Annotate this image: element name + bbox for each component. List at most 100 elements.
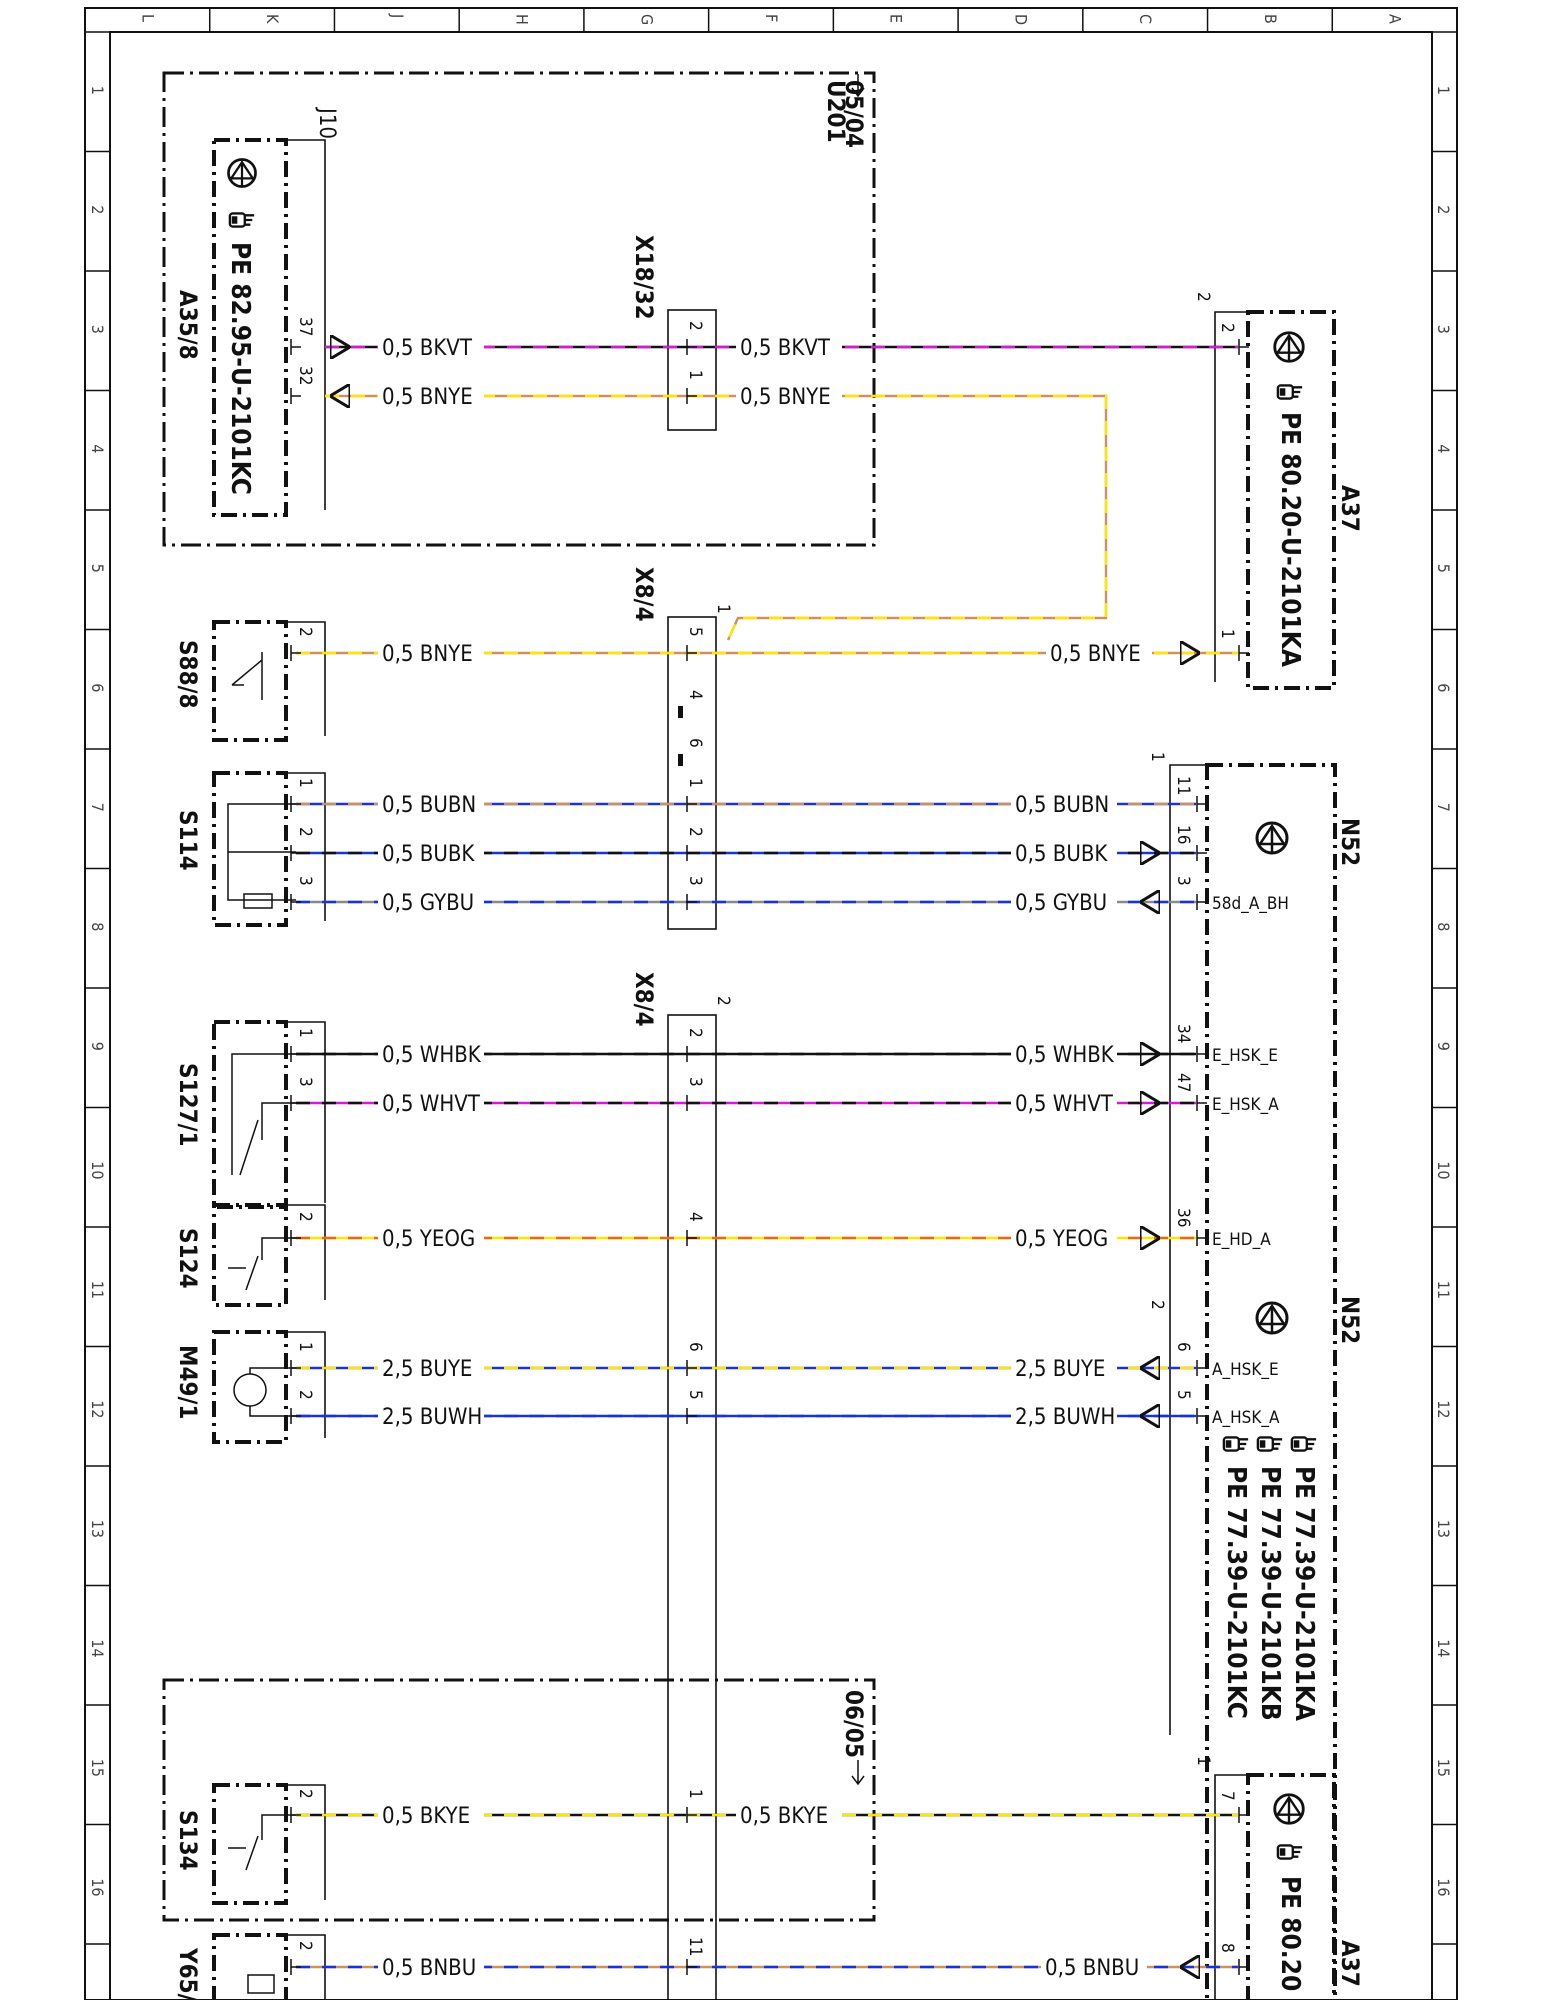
terminal [1196,1230,1207,1246]
wire-label-gybu-left: 0,5 GYBU [382,891,474,916]
wire-label-bubn-left-bg [378,790,484,818]
terminal [1238,645,1249,661]
x18-32-connector [667,309,717,431]
s124-connector [286,1204,326,1300]
terminal [290,1230,301,1246]
grid-row-label: 4 [88,444,107,453]
pin-n52-3: 3 [1173,876,1193,886]
wire-label-bkye-right: 0,5 BKYE [740,1804,828,1829]
terminal [1238,339,1249,355]
terminal [1196,796,1207,812]
grid-row-label: 1 [88,86,107,95]
u201-area [162,71,876,547]
grid-row-label: 9 [1434,1042,1453,1051]
pin-a37b-header: 1 [1193,1756,1213,1766]
pin-x8-4b-1: 1 [685,1789,705,1799]
hand-icon [1256,1436,1284,1452]
wire-label-whbk-right-bg [1011,1040,1117,1068]
s114-box [212,771,288,927]
pin-a37-header: 2 [1193,292,1213,302]
a37-bottom-box [1246,1773,1336,2000]
wire-label-bnbu-right-bg [1041,1953,1147,1981]
a35-8-connector [286,139,326,510]
pin-s114-3: 3 [295,876,315,886]
wire-label-gybu-left-bg [378,888,484,916]
s134-label: S134 [174,1810,202,1871]
terminal [290,1095,301,1111]
wire-label-gybu-right: 0,5 GYBU [1015,891,1107,916]
hand-icon [1276,1844,1304,1860]
grid-row-label: 7 [1434,803,1453,812]
grid-row-label: 8 [1434,922,1453,931]
grid-row-label: 3 [1434,325,1453,334]
a37-top-connector [1214,311,1248,682]
wire-label-whvt-right-bg [1011,1089,1117,1117]
grid-row-label: 1 [1434,86,1453,95]
signal-a-hsk-e: A_HSK_E [1212,1360,1279,1380]
terminal [686,1230,697,1246]
wire-label-bnye-right: 0,5 BNYE [740,385,831,410]
terminal [686,1408,697,1424]
a35-8-box [212,138,288,517]
grid-col-label: L [138,14,157,22]
ecu-icon [1273,1793,1305,1825]
pin-a37b-8: 8 [1217,1943,1237,1953]
grid-col-label: C [1136,14,1155,24]
hand-icon [1290,1436,1318,1452]
n52-pe-2: PE 77.39-U-2101KB [1255,1466,1285,1721]
grid-row-label: 16 [1434,1878,1453,1896]
ecu-icon [1273,331,1305,363]
grid-col-label: F [762,14,781,22]
x8-4-bottom-connector [667,1014,717,2000]
grid-row-label: 15 [1434,1759,1453,1777]
s88-8-connector [286,621,326,736]
n52-pe-1: PE 77.39-U-2101KA [1289,1466,1319,1721]
signal-58d-a-bh: 58d_A_BH [1212,894,1289,914]
terminal [1196,1046,1207,1062]
grid-row-label: 10 [1434,1161,1453,1179]
s124-label: S124 [174,1228,202,1289]
terminal [1196,845,1207,861]
ref-arrow-bottom [851,1760,865,1786]
wire-label-buwh-left-bg [378,1402,484,1430]
terminal [290,1807,301,1823]
grid-col-label: J [388,13,407,18]
switch-icon [228,1814,296,1871]
grid-row-label: 16 [88,1878,107,1896]
terminal [1196,1408,1207,1424]
pin-x8-4-1: 1 [685,778,705,788]
n52-bottom-label: N52 [1336,1296,1364,1344]
wire-bnye-route-stripe [325,394,1108,641]
a35-8-pe: PE 82.95-U-2101KC [225,242,255,495]
motor-icon [233,1373,267,1407]
pin-x8-4b-2: 2 [685,1028,705,1038]
wire-label-bkvt-right: 0,5 BKVT [740,336,831,361]
terminal [290,845,301,861]
pin-x8-4b-header: 2 [713,996,733,1006]
signal-e-hsk-a: E_HSK_A [1212,1095,1279,1115]
wire-label-bkye-left-bg [378,1801,484,1829]
pin-x18-32-1: 1 [685,370,705,380]
unused-pin-mark [678,754,683,766]
terminal [686,339,697,355]
grid-row-label: 7 [88,803,107,812]
terminal [686,1360,697,1376]
grid-col-label: A [1386,14,1405,24]
a37-top-box [1246,310,1336,690]
wire-label-whbk-right: 0,5 WHBK [1015,1043,1115,1068]
wires-layer [296,345,1238,1969]
wire-label-whvt-left: 0,5 WHVT [382,1092,481,1117]
pin-a35-8-37: 37 [295,317,315,336]
pin-s114-2: 2 [295,827,315,837]
pin-n52-34: 34 [1173,1024,1193,1043]
wire-label-bubn-left: 0,5 BUBN [382,793,476,818]
wire-label-bnbu-right: 0,5 BNBU [1045,1956,1139,1981]
a37-bottom-pe: PE 80.20 [1275,1876,1305,1991]
motor-wire [249,1367,296,1417]
pin-n52-11: 11 [1173,776,1193,795]
grid-row-label: 13 [1434,1520,1453,1538]
terminal [686,645,697,661]
wire-label-buye-left-bg [378,1354,484,1382]
x8-4-top-connector [667,616,717,930]
wire-label-yeog-left: 0,5 YEOG [382,1227,475,1252]
